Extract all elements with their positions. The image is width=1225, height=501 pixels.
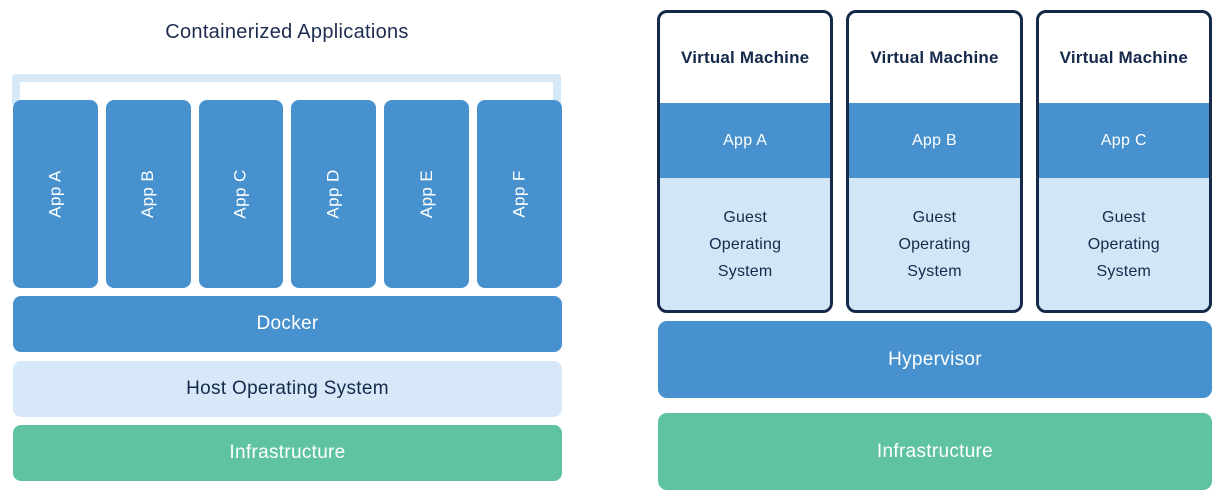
infrastructure-layer-left: Infrastructure — [13, 425, 562, 481]
containers-section: Containerized Applications App A App B A… — [12, 0, 562, 501]
hypervisor-layer: Hypervisor — [658, 321, 1212, 398]
vm-2-guest-os-label: Guest Operating System — [898, 208, 971, 280]
docker-layer: Docker — [13, 296, 562, 352]
vm-1-app: App A — [660, 103, 831, 178]
host-os-layer: Host Operating System — [13, 361, 562, 417]
vm-3-title: Virtual Machine — [1059, 48, 1188, 67]
containers-bracket — [12, 74, 561, 104]
vm-box-2: Virtual Machine App B Guest Operating Sy… — [846, 10, 1023, 313]
vm-2-title: Virtual Machine — [870, 48, 999, 67]
container-app-a: App A — [13, 100, 98, 288]
container-app-c: App C — [198, 100, 284, 288]
containers-title: Containerized Applications — [165, 21, 409, 43]
vm-3-app: App C — [1038, 103, 1209, 178]
vm-1-title: Virtual Machine — [680, 48, 810, 67]
container-apps-row: App A App B App C App D App E App F — [13, 100, 562, 288]
vm-box-1: Virtual Machine App A Guest Operating Sy… — [657, 10, 834, 313]
vms-section: Virtual Machine App A Guest Operating Sy… — [657, 0, 1212, 501]
vm-3-guest-os-label: Guest Operating System — [1087, 208, 1160, 280]
container-app-f-label: App F — [509, 170, 529, 218]
vm-1-guest-os-label: Guest Operating System — [709, 208, 782, 280]
infrastructure-layer-right: Infrastructure — [658, 413, 1212, 490]
container-app-d: App D — [291, 100, 377, 288]
container-app-f: App F — [477, 100, 562, 288]
container-app-a-label: App A — [45, 170, 65, 218]
vm-2-app: App B — [849, 103, 1020, 178]
container-app-e: App E — [384, 100, 470, 288]
container-app-c-label: App C — [231, 169, 251, 219]
vm-2-guest-os: Guest Operating System — [849, 178, 1020, 310]
vm-1-guest-os: Guest Operating System — [660, 178, 831, 310]
container-app-b: App B — [105, 100, 191, 288]
container-app-e-label: App E — [416, 169, 436, 219]
vm-row: Virtual Machine App A Guest Operating Sy… — [657, 10, 1212, 313]
vm-3-guest-os: Guest Operating System — [1038, 178, 1209, 310]
container-app-d-label: App D — [323, 169, 343, 219]
container-app-b-label: App B — [138, 169, 158, 219]
vm-box-3: Virtual Machine App C Guest Operating Sy… — [1035, 10, 1212, 313]
